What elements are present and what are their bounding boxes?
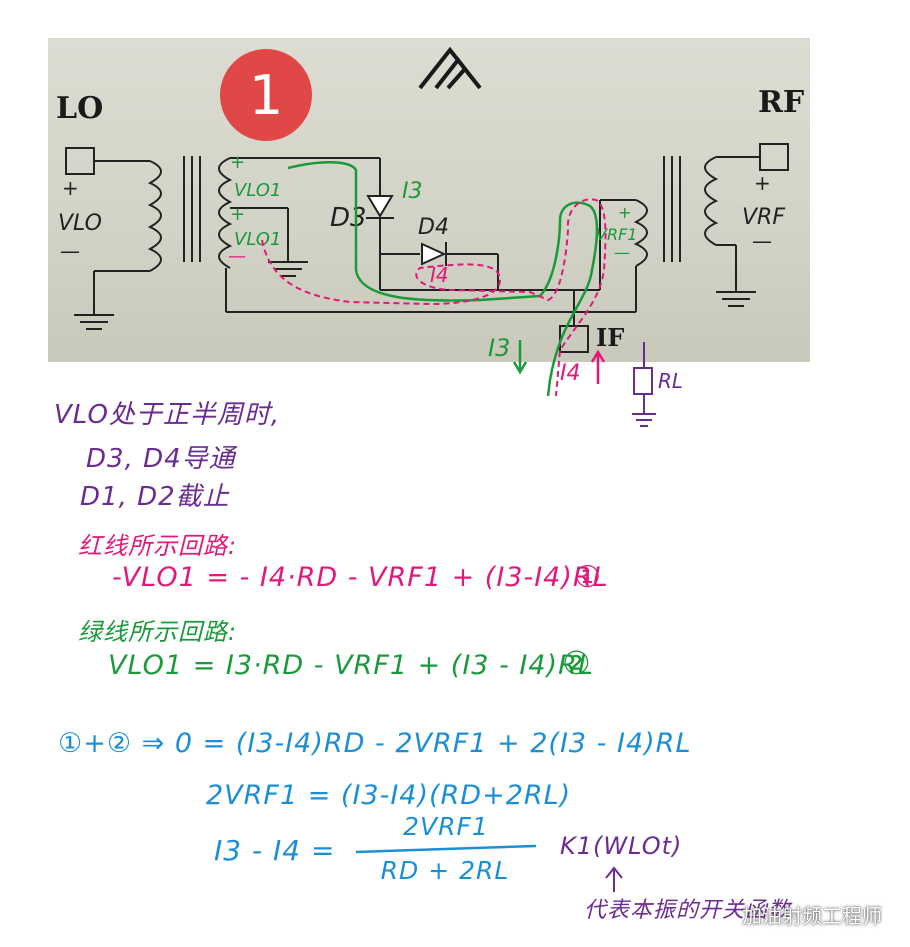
vrf1-plus: +	[618, 203, 631, 222]
green-loop-title: 绿线所示回路:	[78, 618, 238, 646]
step-badge-number: 1	[249, 64, 283, 127]
vrf1-minus: —	[614, 243, 630, 262]
brand-logo	[418, 46, 482, 90]
lo-label: LO	[56, 91, 103, 126]
rl-resistor	[632, 342, 656, 427]
vlo1-bottom-plus: +	[230, 204, 245, 225]
vlo-minus: —	[60, 239, 80, 263]
equation-2: 2VRF1 = (I3-I4)(RD+2RL)	[206, 780, 572, 811]
vlo-plus: +	[62, 176, 79, 200]
equation-3-numerator: 2VRF1	[403, 812, 489, 841]
i3-arrow-icon	[512, 340, 528, 375]
switching-function-term: K1(WLOt)	[560, 832, 683, 860]
fraction-bar	[355, 844, 537, 854]
vrf1-label: VRF1	[596, 225, 637, 244]
note-line-2: D3, D4导通	[86, 444, 236, 474]
lo-port	[65, 147, 95, 175]
vlo-label: VLO	[58, 211, 102, 236]
note-line-1: VLO处于正半周时,	[54, 400, 281, 430]
green-loop-path	[287, 160, 599, 397]
circuit-photo	[48, 38, 810, 362]
i4-diode-label: I4	[430, 263, 449, 287]
vlo1-top-plus: +	[230, 152, 245, 173]
green-loop-equation-number: ②	[562, 644, 592, 682]
if-label: IF	[596, 323, 624, 352]
lo-wiring	[74, 156, 201, 330]
watermark: 加油射频工程师	[742, 904, 882, 928]
i4-out-label: I4	[560, 361, 581, 386]
note-line-3: D1, D2截止	[80, 482, 230, 512]
vlo1-minus: —	[228, 246, 246, 267]
i3-out-label: I3	[488, 334, 510, 362]
green-loop-equation: VLO1 = I3·RD - VRF1 + (I3 - I4)RL	[108, 650, 594, 681]
rf-port	[759, 143, 789, 171]
vrf-minus: —	[752, 229, 772, 253]
i4-arrow-icon	[590, 349, 606, 384]
red-loop-path	[261, 198, 607, 397]
i3-diode-label: I3	[402, 179, 423, 204]
red-loop-equation: -VLO1 = - I4·RD - VRF1 + (I3-I4)RL	[112, 562, 609, 593]
vlo1-bottom-label: VLO1	[234, 229, 281, 250]
equation-3-denominator: RD + 2RL	[380, 856, 510, 885]
equation-3-lhs: I3 - I4 =	[214, 834, 336, 867]
rf-wiring	[599, 156, 760, 312]
vrf-plus: +	[754, 171, 771, 195]
red-loop-equation-number: ①	[574, 560, 602, 595]
vlo1-top-label: VLO1	[234, 180, 281, 201]
step-badge	[220, 49, 312, 141]
vrf-label: VRF	[742, 205, 785, 230]
k1-arrow-icon	[605, 866, 623, 892]
switching-function-note: 代表本振的开关函数	[584, 898, 792, 923]
d3-label: D3	[330, 203, 367, 233]
red-loop-title: 红线所示回路:	[78, 532, 238, 560]
rf-label: RF	[758, 85, 804, 120]
sum-equation: ①+② ⇒ 0 = (I3-I4)RD - 2VRF1 + 2(I3 - I4)…	[58, 728, 692, 759]
rl-label: RL	[658, 369, 683, 393]
d4-label: D4	[418, 215, 449, 240]
